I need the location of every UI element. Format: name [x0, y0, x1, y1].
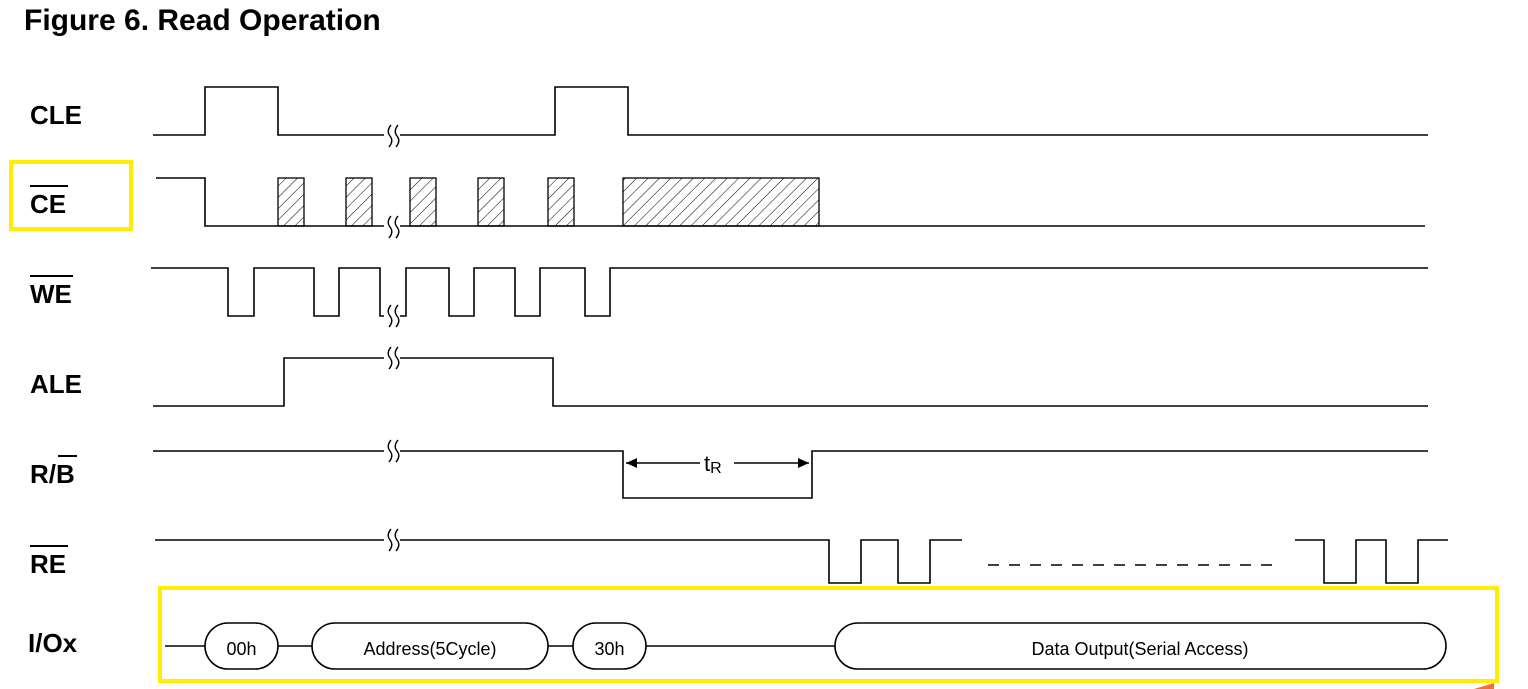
- cle-waveform: [153, 86, 1428, 136]
- io-address-text: Address(5Cycle): [363, 639, 496, 659]
- io-data-output-box: [834, 622, 1447, 670]
- re-waveform-start: [155, 539, 962, 584]
- rb-waveform: [153, 450, 1428, 499]
- tr-label-t: t: [704, 451, 710, 476]
- time-break-marker-ce: [384, 215, 400, 239]
- ale-label: ALE: [30, 369, 82, 399]
- tr-arrow-left: [626, 458, 637, 468]
- ce-dont-care-2: [345, 177, 373, 227]
- io-label: I/Ox: [28, 628, 78, 658]
- io-cmd-00h-text: 00h: [226, 639, 256, 659]
- io-data-output-text: Data Output(Serial Access): [1031, 639, 1248, 659]
- time-break-marker-re: [384, 528, 400, 552]
- ale-waveform: [153, 357, 1428, 407]
- ce-dont-care-3: [409, 177, 437, 227]
- cursor-marker-icon: [1474, 683, 1494, 689]
- re-waveform-end: [1295, 539, 1448, 584]
- io-cmd-30h-text: 30h: [594, 639, 624, 659]
- rb-label-prefix: R/: [30, 459, 56, 489]
- we-waveform: [151, 267, 1428, 317]
- ce-dont-care-1: [277, 177, 305, 227]
- re-label: RE: [30, 549, 66, 579]
- tr-label: tR: [704, 451, 722, 477]
- rb-label: R/B: [30, 459, 75, 489]
- time-break-marker-ale: [384, 346, 400, 370]
- io-highlight-box: [158, 586, 1499, 683]
- tr-label-sub: R: [710, 460, 722, 477]
- time-break-marker-we: [384, 304, 400, 328]
- ce-dont-care-5: [547, 177, 575, 227]
- time-break-marker-rb: [384, 439, 400, 463]
- cle-label: CLE: [30, 100, 82, 130]
- rb-label-bar: B: [56, 459, 75, 489]
- we-label: WE: [30, 279, 72, 309]
- ce-highlight-box: [9, 160, 133, 231]
- tr-arrow-right: [798, 458, 809, 468]
- time-break-marker-cle: [384, 124, 400, 148]
- ce-label: CE: [30, 189, 66, 219]
- ce-dont-care-6: [622, 177, 820, 227]
- figure-title: Figure 6. Read Operation: [24, 4, 381, 37]
- tr-label-bg: [700, 449, 734, 477]
- ce-dont-care-4: [477, 177, 505, 227]
